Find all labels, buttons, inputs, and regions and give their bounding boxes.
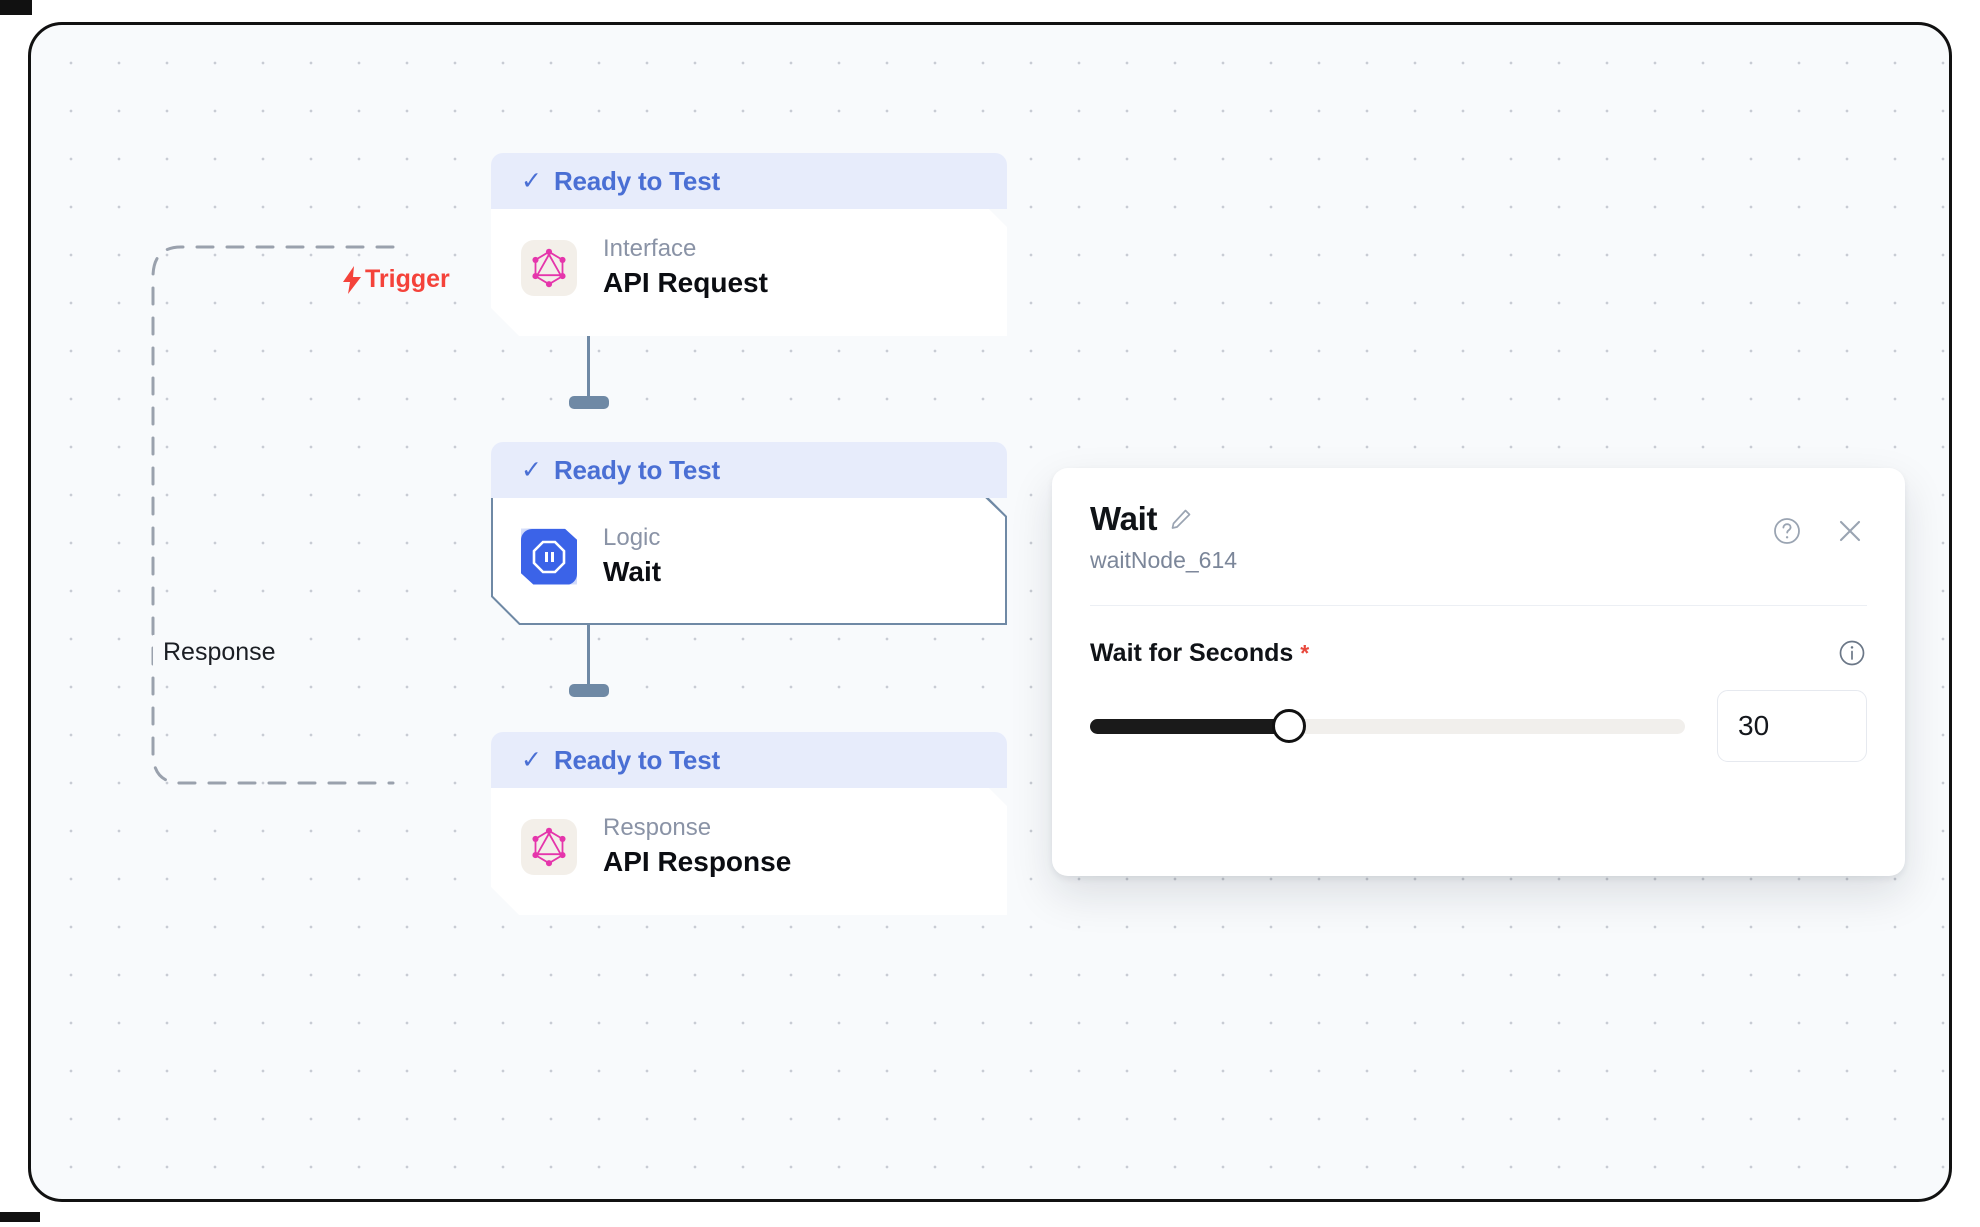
edge-label-response: Response bbox=[153, 635, 286, 670]
pause-octagon-icon bbox=[521, 529, 577, 585]
panel-title: Wait bbox=[1090, 500, 1158, 537]
close-icon[interactable] bbox=[1833, 514, 1867, 548]
window-corner-mark-top-left bbox=[0, 0, 32, 15]
window-corner-mark-bottom-left bbox=[0, 1212, 40, 1222]
node-status-badge: ✓ Ready to Test bbox=[491, 442, 1007, 498]
pencil-icon[interactable] bbox=[1169, 507, 1193, 531]
workflow-canvas[interactable]: Trigger Response ✓ Ready to Test bbox=[28, 22, 1952, 1202]
connector-handle[interactable] bbox=[569, 684, 609, 697]
node-title-label: API Response bbox=[603, 845, 792, 877]
node-title-label: Wait bbox=[603, 555, 662, 587]
node-status-label: Ready to Test bbox=[553, 165, 720, 196]
node-wait[interactable]: ✓ Ready to Test Logic Wait bbox=[491, 442, 1007, 625]
panel-action-buttons bbox=[1771, 500, 1867, 548]
check-icon: ✓ bbox=[521, 166, 542, 195]
field-control-row: 30 bbox=[1090, 690, 1867, 762]
node-api-response[interactable]: ✓ Ready to Test bbox=[491, 732, 1007, 915]
node-status-badge: ✓ Ready to Test bbox=[491, 153, 1007, 209]
node-kind-label: Logic bbox=[603, 524, 661, 552]
connector-handle[interactable] bbox=[569, 396, 609, 409]
node-status-badge: ✓ Ready to Test bbox=[491, 732, 1007, 788]
node-card[interactable]: Logic Wait bbox=[491, 488, 1007, 625]
graphql-icon bbox=[521, 819, 577, 875]
node-properties-panel[interactable]: Wait waitNode_614 bbox=[1052, 468, 1905, 876]
node-kind-label: Interface bbox=[603, 235, 697, 263]
wait-seconds-slider[interactable] bbox=[1090, 709, 1685, 743]
node-title-label: API Request bbox=[603, 266, 768, 298]
node-card[interactable]: Interface API Request bbox=[491, 199, 1007, 336]
node-status-label: Ready to Test bbox=[553, 454, 720, 485]
panel-header: Wait waitNode_614 bbox=[1090, 500, 1867, 574]
node-card[interactable]: Response API Response bbox=[491, 778, 1007, 915]
edge-label-trigger: Trigger bbox=[341, 265, 450, 294]
edge-label-response-text: Response bbox=[163, 638, 276, 666]
connector-line bbox=[587, 577, 590, 690]
panel-title-group: Wait waitNode_614 bbox=[1090, 500, 1237, 574]
check-icon: ✓ bbox=[521, 455, 542, 484]
panel-subtitle: waitNode_614 bbox=[1090, 547, 1238, 573]
lightning-bolt-icon bbox=[341, 265, 363, 294]
field-label-group: Wait for Seconds * bbox=[1090, 639, 1309, 668]
edge-label-trigger-text: Trigger bbox=[365, 265, 450, 293]
node-kind-label: Response bbox=[603, 814, 712, 842]
check-icon: ✓ bbox=[521, 745, 542, 774]
panel-divider bbox=[1090, 605, 1867, 606]
node-api-request[interactable]: ✓ Ready to Test bbox=[491, 153, 1007, 336]
field-header-row: Wait for Seconds * bbox=[1090, 638, 1867, 668]
slider-thumb[interactable] bbox=[1272, 709, 1307, 743]
slider-fill bbox=[1090, 718, 1290, 734]
info-circle-icon[interactable] bbox=[1837, 638, 1867, 668]
required-marker: * bbox=[1300, 639, 1310, 666]
node-status-label: Ready to Test bbox=[553, 744, 720, 775]
question-circle-icon[interactable] bbox=[1771, 515, 1803, 547]
field-label-text: Wait for Seconds bbox=[1090, 638, 1294, 667]
connector-line bbox=[587, 287, 590, 402]
wait-seconds-input[interactable]: 30 bbox=[1717, 690, 1867, 762]
graphql-icon bbox=[521, 240, 577, 296]
